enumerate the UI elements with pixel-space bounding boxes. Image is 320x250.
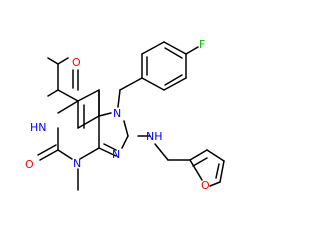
bond (57, 100, 79, 114)
bond (47, 57, 59, 65)
bond (47, 89, 59, 97)
atom-label-furan-oxygen: O (201, 179, 210, 192)
bond (79, 147, 100, 160)
bond (77, 89, 100, 102)
bond (189, 149, 208, 161)
bond (163, 77, 187, 91)
bond (163, 41, 187, 55)
bond (215, 163, 220, 179)
bond (141, 77, 165, 91)
bond (192, 157, 208, 167)
bond (185, 46, 199, 55)
bond (121, 135, 129, 149)
bond (206, 149, 225, 162)
bond (57, 57, 69, 65)
atom-label-n1-h: HN (30, 121, 47, 134)
bond (164, 47, 183, 59)
bond (189, 159, 203, 181)
atom-label-carbonyl-oxygen-bottom: O (25, 158, 34, 171)
structure-svg: O N F HN N NH O N O (25, 38, 225, 192)
bond (57, 89, 79, 102)
atom-labels: O N F HN N NH O N O (25, 38, 210, 192)
bond (154, 143, 169, 161)
bond (141, 41, 165, 55)
bond (98, 147, 117, 157)
bond (103, 143, 117, 151)
bond (123, 120, 129, 137)
atom-label-n3: N (73, 157, 81, 170)
atom-label-n7: N (113, 107, 121, 120)
bond (98, 112, 112, 117)
bond (37, 144, 57, 156)
atom-label-carbonyl-oxygen-top: O (72, 56, 81, 69)
bond-set (37, 69, 191, 191)
bond (209, 181, 221, 187)
bond (77, 115, 100, 129)
fluorophenyl-ring (119, 41, 199, 91)
atom-label-amine-nh: NH (146, 130, 163, 143)
atom-label-n9: N (112, 148, 120, 161)
bond (39, 149, 59, 161)
atom-label-fluorine: F (199, 38, 205, 51)
bond (117, 89, 121, 108)
bond (119, 77, 143, 91)
bond (219, 160, 225, 183)
bond (164, 74, 183, 86)
bond (57, 149, 73, 160)
furan-ring (189, 149, 225, 187)
molecule-structure-diagram: O N F HN N NH O N O (25, 38, 225, 192)
